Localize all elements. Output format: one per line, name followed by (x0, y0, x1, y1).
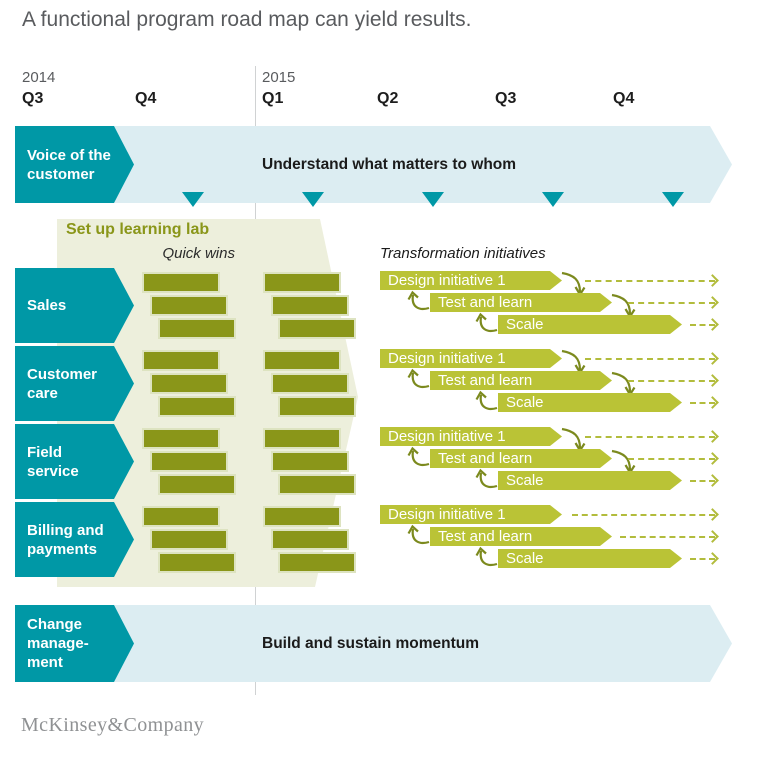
dotted-continuation-arrow (628, 302, 715, 304)
quick-win-bar (280, 554, 354, 571)
dotted-continuation-arrow (628, 458, 715, 460)
initiative-bar-scale: Scale (498, 471, 682, 490)
voice-of-customer-arrow: Voice of the customer (15, 126, 134, 203)
quick-win-bar (265, 274, 339, 291)
quick-win-bar (152, 531, 226, 548)
customer-care-row-arrow: Customer care (15, 346, 134, 421)
quick-win-bar (144, 274, 218, 291)
quick-win-bar (280, 476, 354, 493)
quick-win-bar (273, 453, 347, 470)
quick-win-bar (280, 320, 354, 337)
loopback-arrow-icon (407, 446, 431, 468)
initiative-bar-design: Design initiative 1 (380, 271, 562, 290)
dotted-continuation-arrow (690, 324, 715, 326)
quick-win-bar (160, 320, 234, 337)
loopback-arrow-icon (475, 468, 499, 490)
function-row-billing-payments: Billing and payments Design initiative 1… (0, 502, 775, 580)
loopback-arrow-icon (407, 368, 431, 390)
mckinsey-logo: McKinsey&Company (21, 714, 205, 736)
dotted-continuation-arrow (585, 280, 715, 282)
initiative-bar-scale: Scale (498, 393, 682, 412)
quick-win-bar (265, 430, 339, 447)
quick-wins-label: Quick wins (162, 245, 235, 262)
quick-win-bar (144, 352, 218, 369)
quarter-label-2015-q4: Q4 (613, 90, 635, 107)
function-row-sales: Sales Design initiative 1 Test and learn… (0, 268, 775, 346)
initiative-bar-design: Design initiative 1 (380, 349, 562, 368)
dotted-continuation-arrow (585, 436, 715, 438)
transformation-initiatives-label: Transformation initiatives (380, 245, 546, 262)
voice-of-customer-band: Understand what matters to whom (15, 126, 732, 203)
initiative-bar-design: Design initiative 1 (380, 505, 562, 524)
dotted-continuation-arrow (690, 480, 715, 482)
dotted-continuation-arrow (572, 514, 715, 516)
initiative-bar-scale: Scale (498, 315, 682, 334)
quarter-label-2014-q4: Q4 (135, 90, 157, 107)
year-label-2015: 2015 (262, 69, 296, 86)
quick-win-bar (152, 375, 226, 392)
change-band-text: Build and sustain momentum (262, 634, 480, 652)
initiative-bar-test: Test and learn (430, 371, 612, 390)
dotted-continuation-arrow (690, 558, 715, 560)
sales-row-arrow: Sales (15, 268, 134, 343)
customer-care-row-label: Customer care (27, 365, 98, 402)
year-label-2014: 2014 (22, 69, 56, 86)
loopback-arrow-icon (407, 524, 431, 546)
milestone-triangle-icon (542, 192, 564, 207)
initiative-bar-test: Test and learn (430, 527, 612, 546)
quick-win-bar (265, 508, 339, 525)
milestone-triangle-icon (662, 192, 684, 207)
loopback-arrow-icon (475, 390, 499, 412)
quick-win-bar (160, 476, 234, 493)
field-service-row-arrow: Field service (15, 424, 134, 499)
function-row-field-service: Field service Design initiative 1 Test a… (0, 424, 775, 502)
function-row-customer-care: Customer care Design initiative 1 Test a… (0, 346, 775, 424)
quick-win-bar (144, 430, 218, 447)
loopback-arrow-icon (475, 312, 499, 334)
page-title: A functional program road map can yield … (22, 8, 472, 31)
initiative-bar-test: Test and learn (430, 449, 612, 468)
initiative-bar-test: Test and learn (430, 293, 612, 312)
loopback-arrow-icon (475, 546, 499, 568)
field-service-row-label: Field service (27, 443, 79, 480)
quick-win-bar (152, 453, 226, 470)
quick-win-bar (265, 352, 339, 369)
dotted-continuation-arrow (628, 380, 715, 382)
dotted-continuation-arrow (690, 402, 715, 404)
quarter-label-2015-q1: Q1 (262, 90, 284, 107)
milestone-triangle-icon (182, 192, 204, 207)
initiative-bar-design: Design initiative 1 (380, 427, 562, 446)
loopback-arrow-icon (407, 290, 431, 312)
dotted-continuation-arrow (585, 358, 715, 360)
quarter-label-2014-q3: Q3 (22, 90, 44, 107)
quick-win-bar (160, 554, 234, 571)
milestone-triangle-icon (422, 192, 444, 207)
quick-win-bar (160, 398, 234, 415)
quarter-label-2015-q3: Q3 (495, 90, 517, 107)
quick-win-bar (273, 375, 347, 392)
sales-row-label: Sales (27, 297, 67, 314)
quick-win-bar (273, 297, 347, 314)
quick-win-bar (152, 297, 226, 314)
change-management-arrow: Change manage-ment (15, 605, 134, 682)
voice-of-customer-label: Voice of the customer (27, 146, 111, 183)
dotted-continuation-arrow (620, 536, 715, 538)
change-management-band: Build and sustain momentum (15, 605, 732, 682)
billing-payments-row-arrow: Billing and payments (15, 502, 134, 577)
quarter-label-2015-q2: Q2 (377, 90, 399, 107)
quick-win-bar (144, 508, 218, 525)
billing-payments-row-label: Billing and payments (27, 521, 104, 558)
learning-lab-label: Set up learning lab (66, 221, 210, 238)
quick-win-bar (273, 531, 347, 548)
milestone-triangle-icon (302, 192, 324, 207)
quick-win-bar (280, 398, 354, 415)
voice-band-text: Understand what matters to whom (262, 155, 517, 173)
initiative-bar-scale: Scale (498, 549, 682, 568)
change-management-label: Change manage-ment (27, 616, 89, 671)
